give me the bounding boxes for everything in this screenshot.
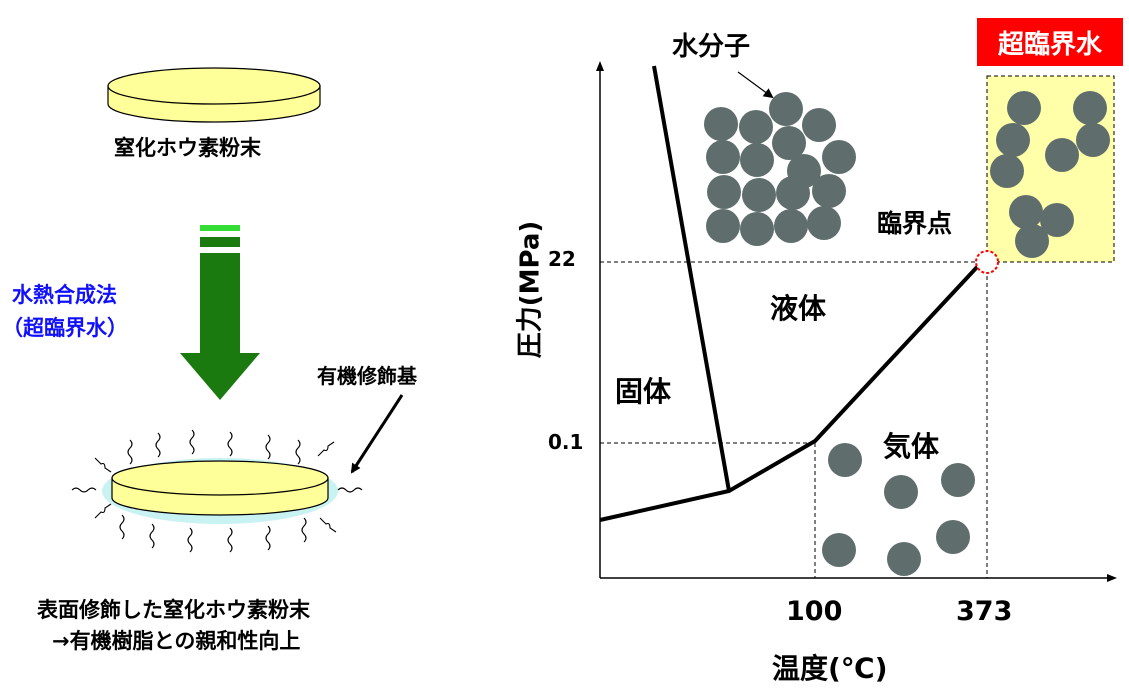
guide-lines: [600, 261, 988, 578]
solid-phase-label: 固体: [615, 375, 672, 408]
gas-molecules: [822, 443, 975, 576]
x-tick-100: 100: [786, 596, 843, 627]
modifier-pointer-arrow: [350, 394, 404, 474]
water-molecule-label: 水分子: [672, 32, 751, 62]
method-label-line1: 水熱合成法: [12, 283, 117, 307]
method-label-line2: （超臨界水）: [2, 316, 128, 340]
solid-liquid-boundary: [652, 65, 731, 492]
y-tick-22: 22: [548, 247, 576, 271]
water-molecule-pointer: [737, 71, 774, 99]
x-axis-title: 温度(℃): [772, 652, 888, 685]
liquid-molecules: [704, 92, 856, 246]
x-tick-373: 373: [956, 596, 1013, 627]
vaporization-curve: [599, 264, 980, 522]
y-axis-title: 圧力(MPa): [515, 220, 546, 358]
modifier-label: 有機修飾基: [317, 364, 417, 388]
powder-label: 窒化ホウ素粉末: [114, 136, 261, 160]
result-label-line1: 表面修飾した窒化ホウ素粉末: [37, 598, 310, 622]
organic-groups: [71, 429, 363, 553]
supercritical-molecules: [990, 91, 1110, 258]
y-tick-0-1: 0.1: [548, 430, 584, 454]
modified-bn-disk: [102, 458, 338, 524]
process-arrow: [180, 225, 260, 400]
gas-phase-label: 気体: [883, 430, 940, 463]
liquid-phase-label: 液体: [770, 292, 827, 325]
result-label-line2: →有機樹脂との親和性向上: [52, 629, 301, 653]
critical-point-marker: [975, 250, 999, 274]
supercritical-water-badge: 超臨界水: [977, 18, 1123, 66]
bn-powder-disk: [107, 67, 321, 123]
critical-point-label: 臨界点: [877, 209, 953, 238]
